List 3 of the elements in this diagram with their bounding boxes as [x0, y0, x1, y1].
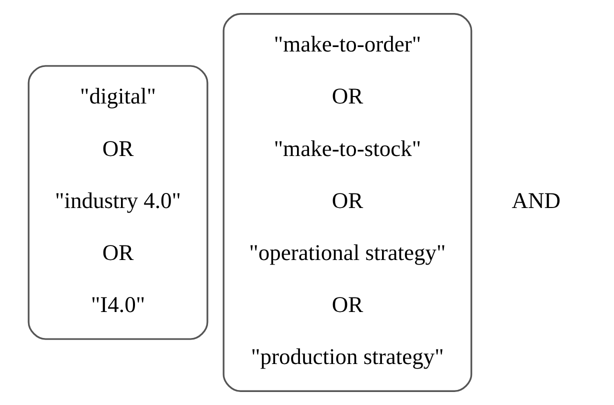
node-box: "digital" OR "industry 4.0" OR "I4.0": [28, 65, 208, 340]
node-box: "make-to-order" OR "make-to-stock" OR "operational strategy" OR "production strategy": [222, 13, 472, 392]
label: AND: [512, 188, 560, 213]
